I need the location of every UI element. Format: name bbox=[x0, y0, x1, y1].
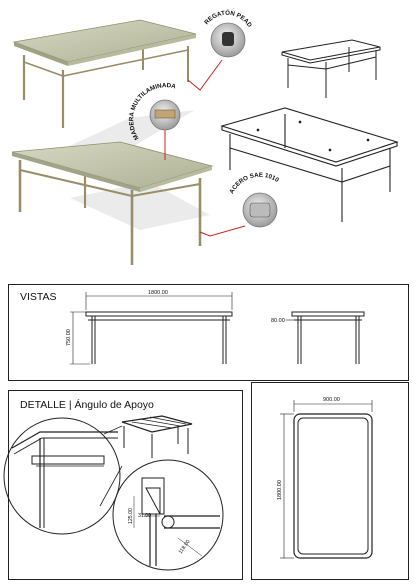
table-top-edge bbox=[14, 42, 68, 66]
plan-width-dimension: 900.00 bbox=[323, 397, 340, 403]
steel-part bbox=[249, 202, 271, 218]
dimension-c: 118.00 bbox=[178, 539, 192, 555]
vistas-drawing: 1800.00 750.00 80.00 bbox=[66, 290, 365, 365]
connector-line bbox=[99, 465, 123, 507]
side-top bbox=[291, 311, 365, 317]
table-render-1 bbox=[12, 19, 197, 162]
dimension-line bbox=[177, 537, 203, 557]
callout-leader bbox=[199, 225, 246, 237]
callout-acero: ACERO SAE 1010 bbox=[199, 172, 280, 237]
table-top-edge bbox=[12, 152, 140, 192]
mini-table-grid bbox=[149, 416, 187, 425]
plan-length-dimension: 1800.00 bbox=[277, 480, 283, 500]
detail-circle-right bbox=[112, 459, 224, 571]
vistas-title: VISTAS bbox=[20, 291, 57, 303]
frame-tube bbox=[31, 455, 105, 465]
planta-drawing: 900.00 1800.00 bbox=[277, 397, 373, 559]
bracket-plate bbox=[141, 477, 165, 515]
callout-leader bbox=[187, 59, 223, 91]
callout-label-acero: ACERO SAE 1010 bbox=[228, 172, 280, 195]
wire-top-edge bbox=[221, 126, 398, 167]
wire-frame bbox=[229, 147, 391, 183]
table-frame bbox=[19, 169, 201, 198]
table-wireframe-1 bbox=[281, 39, 381, 98]
dimension-a: 31.00 bbox=[138, 513, 151, 519]
screw-dot bbox=[328, 148, 332, 152]
wire-frame bbox=[287, 56, 377, 70]
detail-circle-left bbox=[3, 417, 121, 535]
screw-dot bbox=[298, 120, 302, 124]
table-top-edge bbox=[68, 34, 196, 66]
table-shadow bbox=[70, 182, 210, 230]
render-area: REGATÓN PEAD bbox=[11, 9, 399, 265]
table-wireframe-2 bbox=[220, 107, 399, 222]
vistas-frame bbox=[8, 284, 409, 381]
callout-regaton: REGATÓN PEAD bbox=[187, 9, 253, 91]
plan-outline bbox=[293, 413, 373, 559]
wire-top bbox=[281, 39, 381, 61]
detalle-drawing: 31.00 125.00 118.00 bbox=[3, 415, 224, 571]
mini-table-grid bbox=[131, 421, 173, 429]
screw-dot bbox=[256, 128, 260, 132]
table-frame bbox=[23, 49, 189, 77]
mini-table-grid bbox=[139, 418, 181, 427]
angle-rail bbox=[13, 437, 118, 455]
table-top-edge bbox=[140, 166, 212, 192]
mini-table-top bbox=[121, 415, 193, 433]
dimension-b: 125.00 bbox=[128, 508, 134, 524]
plan-inner bbox=[297, 417, 369, 555]
angle-rail bbox=[11, 431, 118, 449]
connector-line bbox=[103, 425, 123, 435]
wire-top-edge bbox=[281, 47, 381, 64]
detalle-title: DETALLE | Ángulo de Apoyo bbox=[20, 399, 154, 411]
front-top bbox=[85, 311, 233, 317]
screw-dot bbox=[366, 138, 370, 142]
height-dimension: 750.00 bbox=[66, 329, 72, 346]
regaton-part bbox=[222, 32, 234, 46]
bolt-hole bbox=[161, 515, 175, 529]
wood-part bbox=[154, 109, 176, 119]
frame-height-dimension: 80.00 bbox=[271, 318, 285, 324]
bracket-gusset bbox=[145, 487, 161, 515]
length-dimension: 1800.00 bbox=[148, 290, 168, 296]
planta-frame bbox=[251, 382, 409, 580]
table-render-2 bbox=[11, 141, 214, 265]
